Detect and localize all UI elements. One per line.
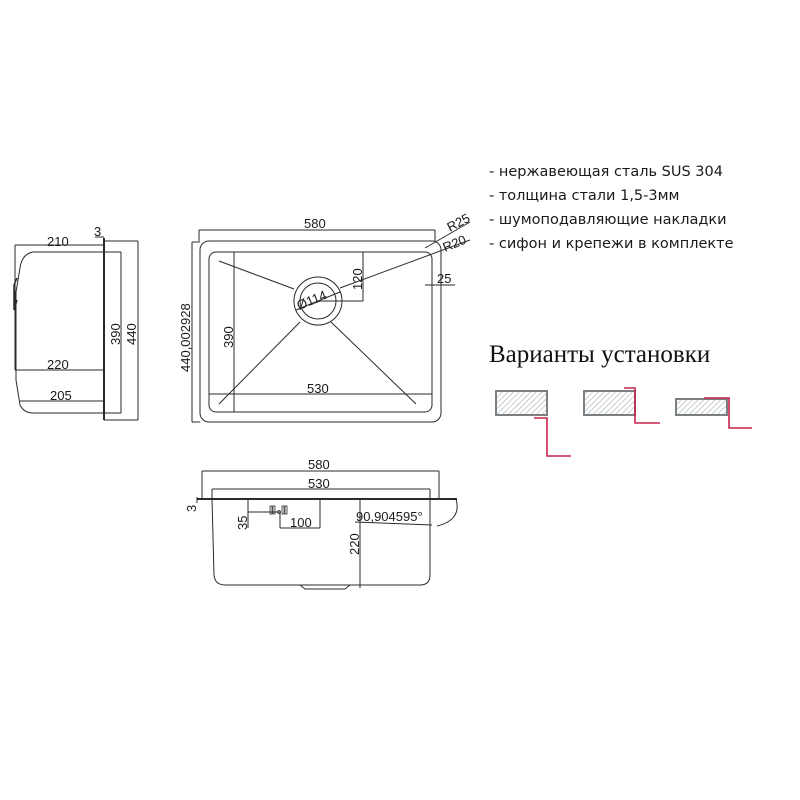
dim-3-front: 3 bbox=[184, 505, 199, 512]
dim-220-front: 220 bbox=[347, 533, 362, 555]
side-view bbox=[13, 236, 139, 421]
installation-flush bbox=[583, 387, 660, 424]
dim-angle: 90,904595° bbox=[356, 509, 423, 524]
side-view-labels: 210 3 220 205 390 440 bbox=[47, 224, 139, 403]
feature-item: - нержавеющая сталь SUS 304 bbox=[489, 164, 723, 180]
outer-rim bbox=[199, 240, 442, 423]
dim-210: 210 bbox=[47, 234, 69, 249]
dim-r25: R25 bbox=[444, 210, 472, 234]
dim-530-front: 530 bbox=[308, 476, 330, 491]
dim-220: 220 bbox=[47, 357, 69, 372]
dim-25: 25 bbox=[437, 271, 451, 286]
installation-undermount bbox=[495, 390, 571, 457]
dim-205: 205 bbox=[50, 388, 72, 403]
dim-580: 580 bbox=[304, 216, 326, 231]
feature-list: - нержавеющая сталь SUS 304 - толщина ст… bbox=[489, 160, 734, 256]
dim-440-top: 440,002928 bbox=[178, 303, 193, 372]
drain-inner bbox=[299, 282, 337, 320]
top-view-labels: 580 R25 R20 25 120 Ø114 390 440,002928 5… bbox=[178, 210, 472, 396]
top-view bbox=[191, 221, 471, 423]
inner-bowl bbox=[208, 251, 433, 413]
dim-440: 440 bbox=[124, 323, 139, 345]
installation-variants-title: Варианты установки bbox=[489, 341, 711, 368]
front-view-labels: 580 530 3 35 100 220 90,904595° bbox=[184, 457, 423, 555]
side-profile bbox=[15, 251, 104, 414]
feature-item: - толщина стали 1,5-3мм bbox=[489, 188, 680, 204]
feature-item: - шумоподавляющие накладки bbox=[489, 212, 727, 228]
dim-530: 530 bbox=[307, 381, 329, 396]
dim-580-front: 580 bbox=[308, 457, 330, 472]
dim-390-top: 390 bbox=[221, 326, 236, 348]
overflow-symbol bbox=[269, 505, 288, 515]
front-view bbox=[196, 470, 458, 590]
installation-overmount bbox=[675, 397, 752, 429]
dim-35: 35 bbox=[235, 516, 250, 530]
dim-100: 100 bbox=[290, 515, 312, 530]
dim-390: 390 bbox=[108, 323, 123, 345]
dim-r20: R20 bbox=[441, 232, 469, 255]
drain-outer bbox=[293, 276, 343, 326]
dim-3: 3 bbox=[94, 224, 101, 239]
bowl-profile bbox=[211, 498, 431, 586]
dim-120: 120 bbox=[350, 268, 365, 290]
angle-arc bbox=[430, 498, 458, 527]
feature-item: - сифон и крепежи в комплекте bbox=[489, 236, 734, 252]
dim-d114: Ø114 bbox=[295, 287, 329, 312]
